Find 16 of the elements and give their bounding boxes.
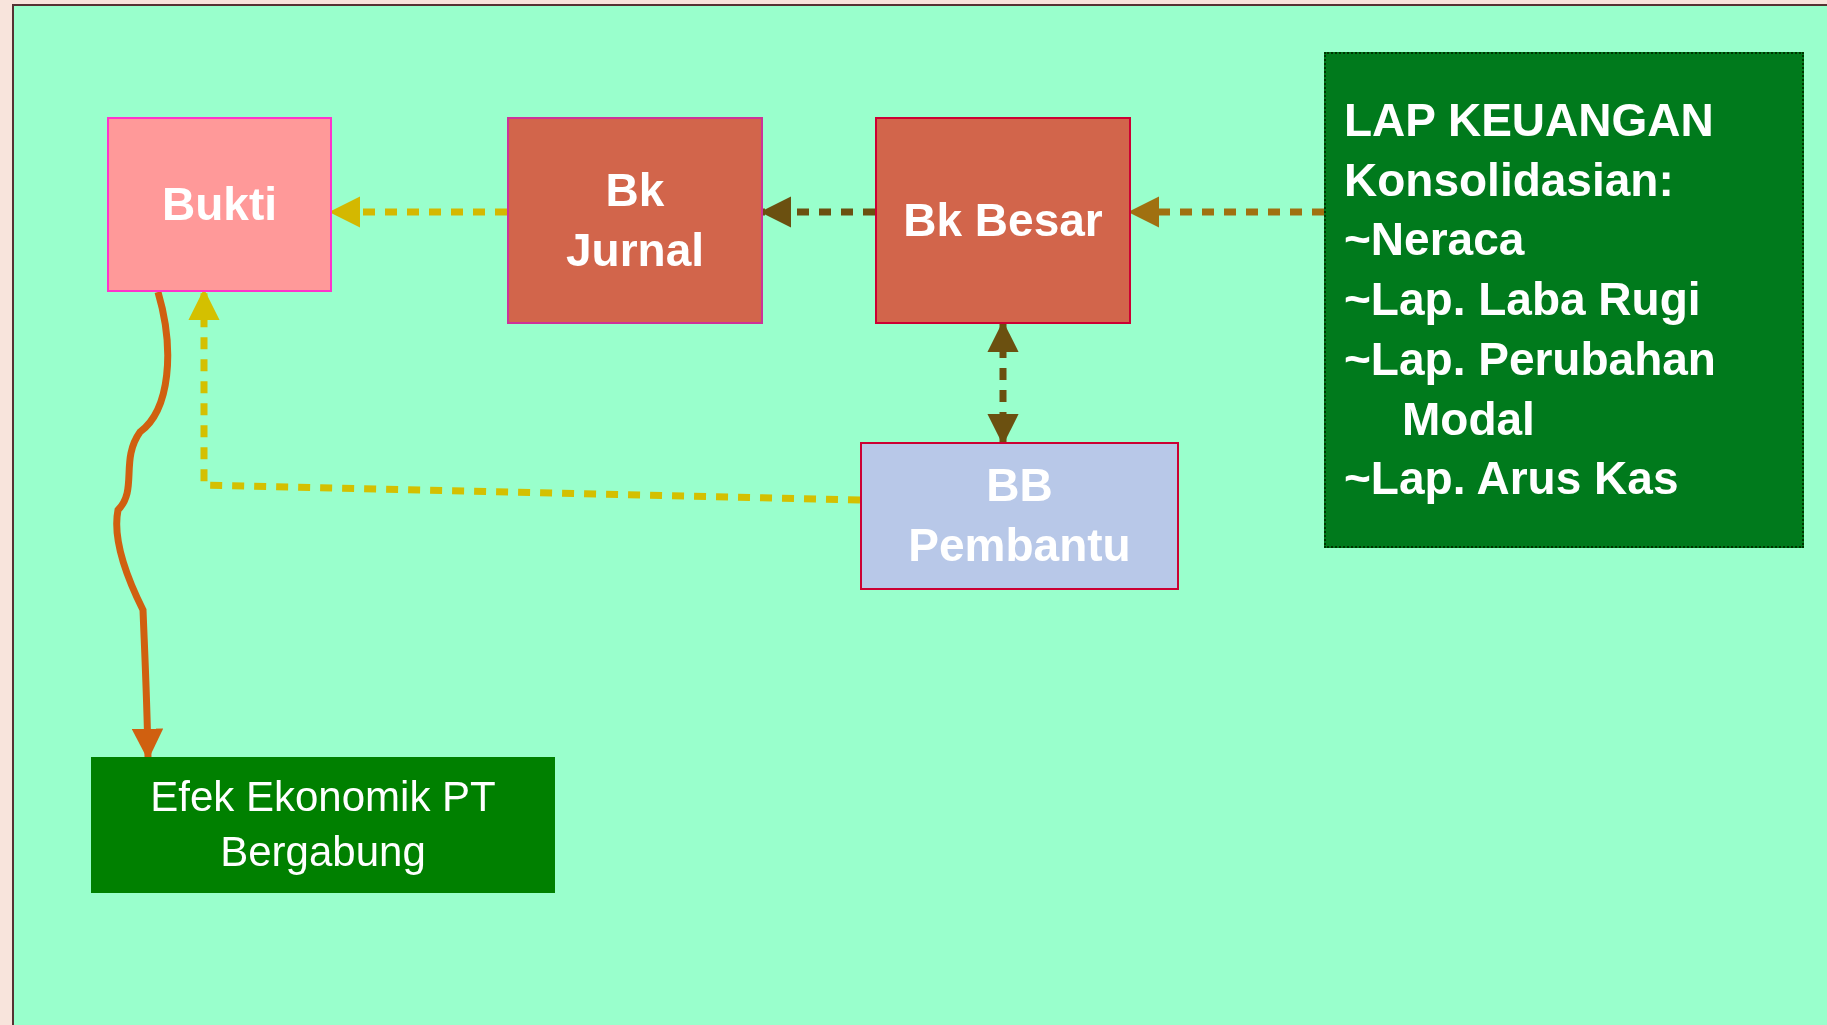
box-text: ~Lap. Laba Rugi [1344, 272, 1701, 328]
box-text: Bk Besar [903, 192, 1103, 248]
box-text: Bukti [162, 176, 277, 232]
ledger-box [875, 117, 1131, 324]
box-text: ~Lap. Arus Kas [1344, 451, 1679, 507]
box-text: Efek Ekonomik PT Bergabung [149, 772, 497, 877]
subledger-box [860, 442, 1179, 590]
evidence-box [107, 117, 332, 292]
box-text: LAP KEUANGAN Konsolidasian: [1344, 92, 1715, 208]
box-text: Bk Jurnal [564, 162, 705, 278]
journal-box [507, 117, 763, 324]
box-text: BB Pembantu [907, 458, 1132, 573]
effect-box [91, 757, 555, 893]
box-text: ~Neraca [1344, 212, 1525, 268]
box-text: ~Lap. Perubahan Modal [1344, 331, 1717, 447]
report-box [1324, 52, 1804, 548]
